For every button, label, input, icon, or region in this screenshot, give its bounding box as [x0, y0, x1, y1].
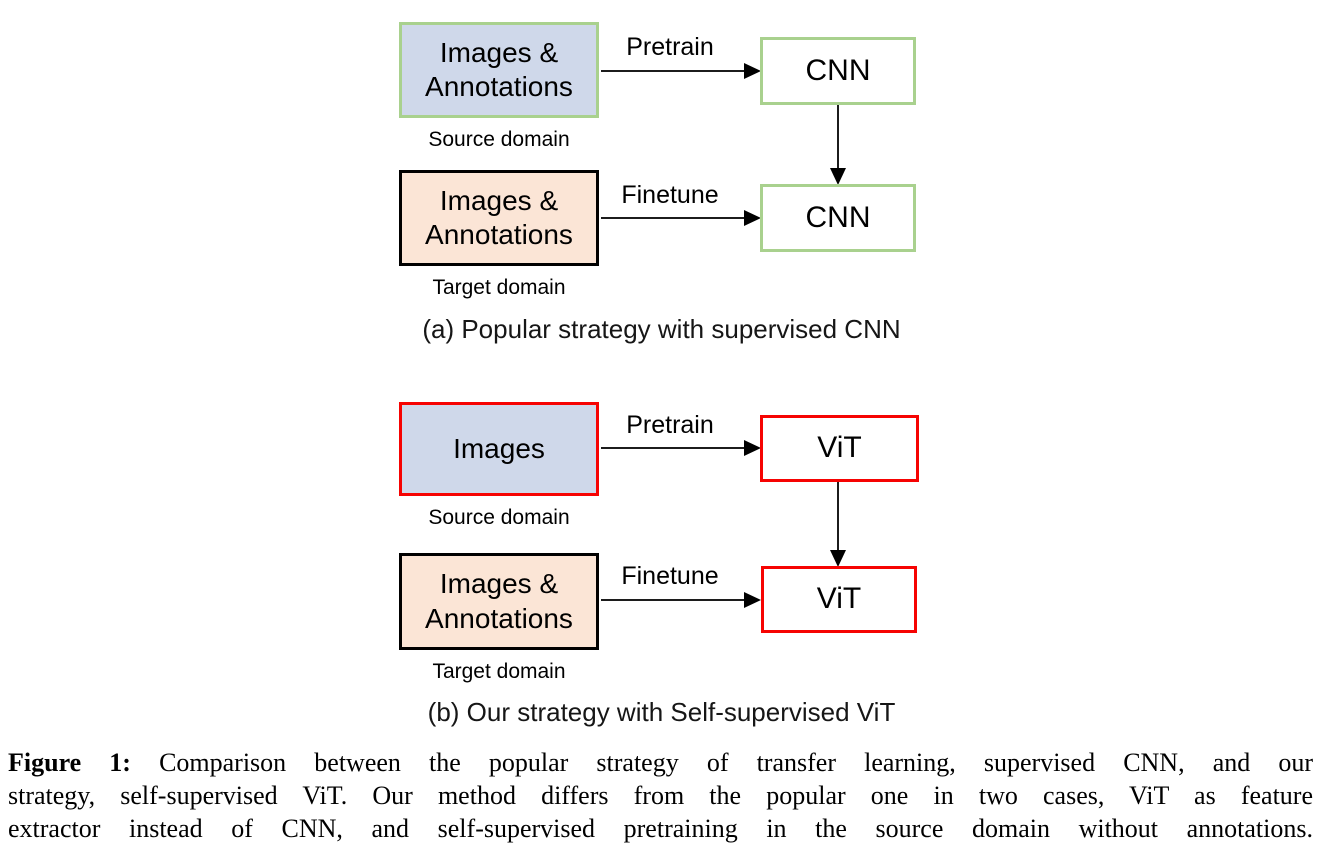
panel-a-finetuned-model-box: CNN — [760, 184, 916, 252]
panel-a-finetune-label: Finetune — [621, 181, 719, 209]
arrow-head-down-icon — [830, 550, 846, 567]
panel-a-transfer-arrow-line — [837, 105, 839, 170]
arrow-head-right-icon — [744, 63, 761, 79]
panel-a-pretrain-arrow-line — [601, 70, 747, 72]
panel-a-source-box-text: Images & Annotations — [425, 36, 573, 104]
panel-b-finetune-label: Finetune — [621, 562, 719, 590]
target-box-line1: Images & — [439, 184, 559, 216]
panel-a-target-box-text: Images & Annotations — [425, 184, 573, 252]
panel-b-pretrain-arrow-line — [601, 447, 747, 449]
panel-a-pretrain-label: Pretrain — [626, 33, 714, 61]
figure-caption-line2: strategy, self-supervised ViT. Our metho… — [8, 781, 1313, 810]
arrow-head-right-icon — [744, 210, 761, 226]
panel-a-target-domain-label: Target domain — [432, 276, 566, 299]
panel-b-finetuned-model-label: ViT — [816, 582, 862, 616]
panel-b-source-box: Images — [399, 402, 599, 496]
panel-b-pretrain-label: Pretrain — [626, 411, 714, 439]
panel-a-caption: (a) Popular strategy with supervised CNN — [422, 314, 901, 344]
source-box-line1: Images & — [439, 36, 559, 68]
panel-a-finetuned-model-label: CNN — [805, 200, 871, 234]
arrow-head-down-icon — [830, 168, 846, 185]
source-box-line1: Images — [453, 432, 545, 464]
target-box-line1: Images & — [439, 568, 559, 600]
panel-b-target-domain-label: Target domain — [432, 660, 566, 683]
panel-b-source-domain-label: Source domain — [428, 506, 570, 529]
panel-b-caption: (b) Our strategy with Self-supervised Vi… — [427, 697, 896, 727]
panel-a-target-box: Images & Annotations — [399, 170, 599, 266]
panel-b-pretrained-model-label: ViT — [817, 431, 862, 465]
panel-b-transfer-arrow-line — [837, 482, 839, 551]
figure-caption-line3: extractor instead of CNN, and self-super… — [8, 814, 1313, 843]
panel-b-finetune-arrow-line — [601, 599, 747, 601]
panel-a-finetune-arrow-line — [601, 217, 747, 219]
figure-caption: Figure 1: Comparison between the popular… — [8, 746, 1313, 845]
panel-a-pretrained-model-label: CNN — [805, 53, 871, 87]
arrow-head-right-icon — [744, 440, 761, 456]
panel-b-finetuned-model-box: ViT — [761, 566, 917, 633]
source-box-line2: Annotations — [425, 71, 573, 102]
panel-b-pretrained-model-box: ViT — [760, 415, 919, 482]
panel-a-source-domain-label: Source domain — [428, 128, 570, 151]
arrow-head-right-icon — [744, 592, 761, 608]
panel-b-source-box-text: Images — [453, 432, 545, 466]
panel-a-source-box: Images & Annotations — [399, 22, 599, 118]
target-box-line2: Annotations — [425, 219, 573, 250]
figure-caption-line1: Figure 1: Comparison between the popular… — [8, 746, 1313, 779]
figure-caption-label: Figure 1: — [8, 748, 131, 777]
target-box-line2: Annotations — [425, 602, 573, 634]
figure-caption-text: Comparison between the popular strategy … — [159, 748, 1313, 777]
panel-b-target-box: Images & Annotations — [399, 553, 599, 650]
panel-b-target-box-text: Images & Annotations — [425, 567, 573, 635]
panel-a-pretrained-model-box: CNN — [760, 37, 916, 105]
